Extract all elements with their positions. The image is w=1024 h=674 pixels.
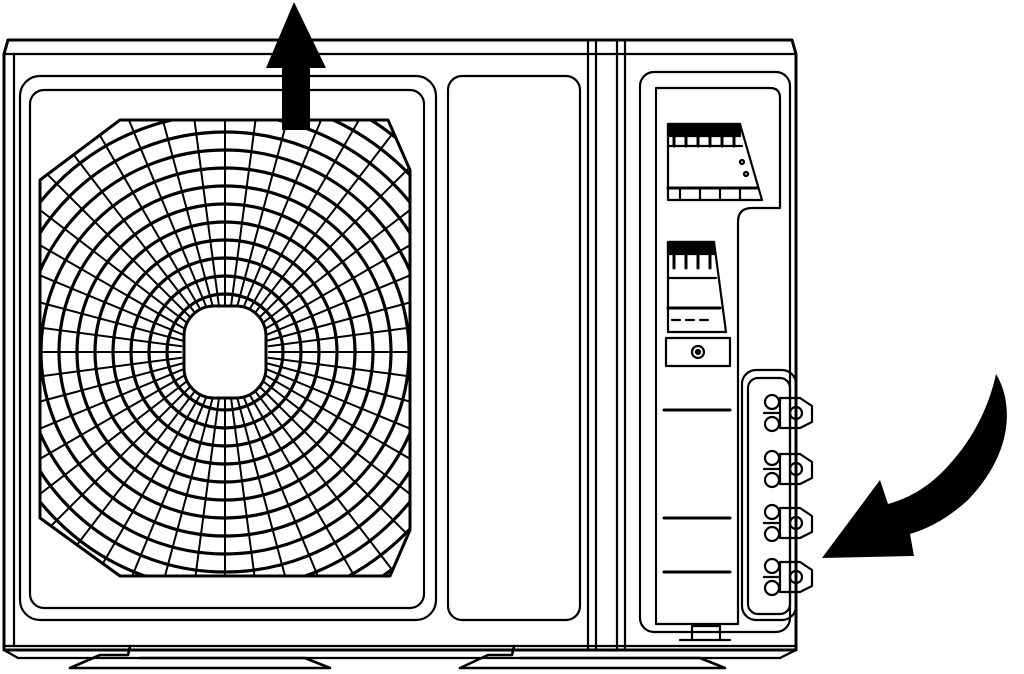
mounting-feet — [68, 644, 727, 670]
grille-spoke — [64, 120, 204, 315]
grille-spoke — [182, 120, 221, 310]
service-valve — [762, 449, 814, 489]
grille-spoke — [264, 228, 410, 337]
grille-spoke — [235, 120, 309, 311]
side-panel — [446, 74, 582, 622]
grille-spoke — [40, 124, 195, 322]
grille-spoke — [262, 191, 410, 331]
grille-spoke — [255, 124, 410, 322]
fan-grille — [38, 118, 412, 578]
grille-spoke — [40, 377, 192, 548]
grille-spoke — [101, 120, 210, 313]
service-valve — [762, 557, 814, 597]
grille-spoke — [40, 191, 188, 331]
service-valve — [762, 393, 814, 433]
airflow-exhaust-arrow — [266, 2, 326, 130]
grille-spoke — [258, 156, 410, 327]
grille-spoke — [141, 393, 215, 576]
service-valves — [762, 393, 814, 597]
service-valve — [762, 503, 814, 543]
grille-spoke — [262, 373, 410, 513]
grille-spoke — [240, 120, 349, 313]
grille-spoke — [182, 394, 221, 576]
grille-spoke — [240, 391, 349, 576]
grille-spoke — [264, 367, 410, 476]
grille-spoke — [101, 391, 210, 576]
grille-spoke — [40, 382, 195, 576]
grille-spoke — [40, 362, 184, 436]
terminal-block-lower — [664, 240, 732, 368]
grille-spoke — [229, 394, 268, 576]
grille-spoke — [40, 367, 186, 476]
airflow-intake-arrow — [822, 374, 1007, 558]
grille-spoke — [266, 268, 410, 342]
grille-spoke — [40, 268, 184, 342]
terminal-block-upper — [666, 122, 764, 202]
grille-spoke — [40, 156, 192, 327]
grille-spoke — [64, 389, 204, 576]
grille-spoke — [246, 120, 386, 315]
grille-spoke — [267, 309, 410, 348]
grille-spoke — [267, 356, 410, 395]
cabinet — [2, 38, 798, 660]
grille-spoke — [40, 356, 183, 395]
grille-spoke — [40, 228, 186, 337]
service-panel — [638, 70, 792, 642]
grille-spoke — [40, 373, 188, 513]
grille-spoke — [246, 389, 386, 576]
grille-spoke — [229, 120, 268, 310]
grille-spoke — [235, 393, 309, 576]
grille-spoke — [141, 120, 215, 311]
grille-spoke — [250, 120, 410, 319]
service-valve-cover — [740, 368, 798, 622]
grille-spoke — [255, 382, 410, 576]
grille-spoke — [40, 309, 183, 348]
grille-spoke — [266, 362, 410, 436]
grille-spoke — [258, 377, 410, 548]
fan-panel — [18, 74, 438, 622]
